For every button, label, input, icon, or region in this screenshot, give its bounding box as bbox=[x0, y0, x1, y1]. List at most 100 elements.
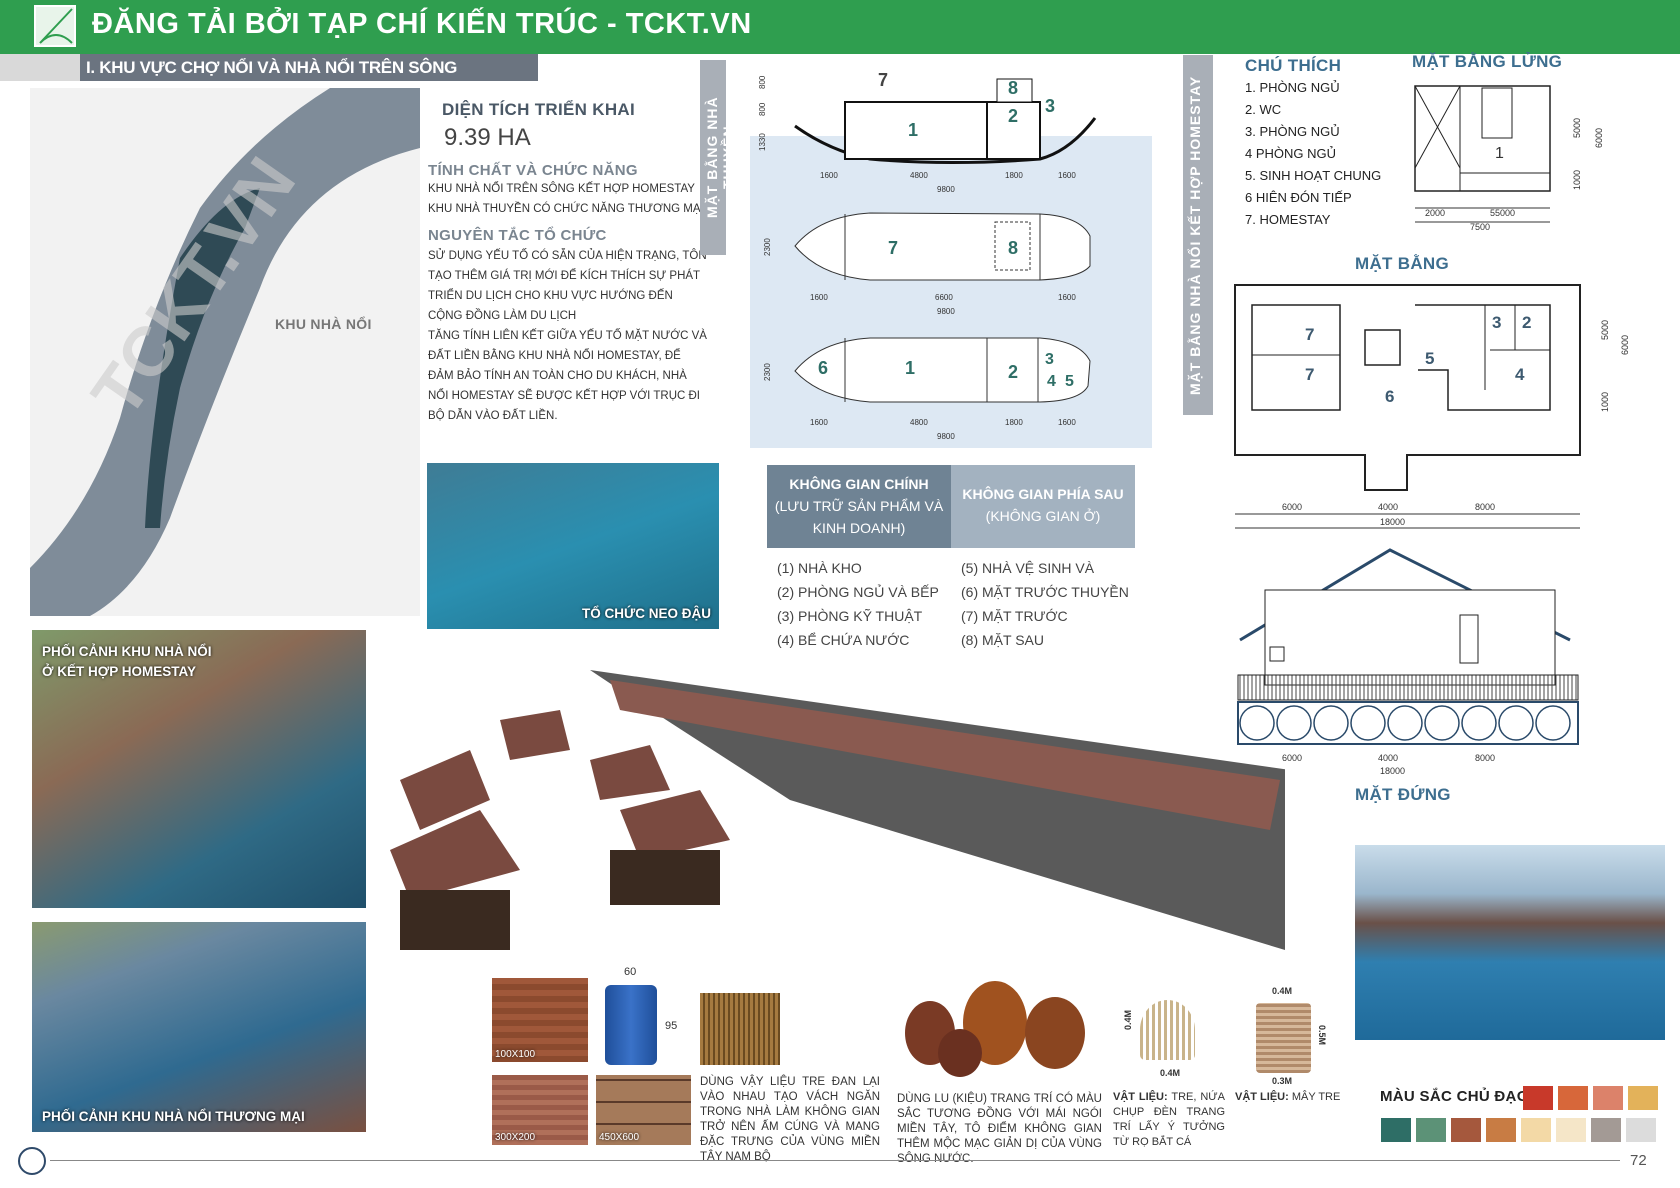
dim: 9800 bbox=[937, 432, 955, 441]
jar-description: DÙNG LU (KIỆU) TRANG TRÍ CÓ MÀU SẮC TƯƠN… bbox=[897, 1093, 1102, 1165]
dim: 18000 bbox=[1380, 766, 1405, 775]
label-1: 1 bbox=[908, 120, 918, 140]
text-line: ĐẤT LIỀN BẰNG KHU NHÀ NỔI HOMESTAY, ĐỂ bbox=[428, 350, 681, 362]
dim: 800 bbox=[758, 102, 767, 116]
dim: 8000 bbox=[1475, 753, 1495, 763]
legend-title: CHÚ THÍCH bbox=[1245, 56, 1342, 75]
color-swatch bbox=[1521, 1118, 1551, 1142]
dim: 18000 bbox=[1380, 517, 1405, 527]
lamp-description: VẬT LIỆU: TRE, NỨA CHỤP ĐÈN TRANG TRÍ LẤ… bbox=[1113, 1090, 1225, 1150]
basket-description: VẬT LIỆU: MÂY TRE bbox=[1235, 1090, 1340, 1105]
lamp-height: 0.4M bbox=[1123, 1009, 1134, 1031]
mooring-photo: TỔ CHỨC NEO ĐẬU bbox=[427, 463, 719, 629]
commercial-caption: PHỐI CẢNH KHU NHÀ NỔI THƯƠNG MẠI bbox=[42, 1109, 305, 1124]
palette-row-2 bbox=[1381, 1118, 1661, 1147]
footer-line bbox=[50, 1160, 1620, 1161]
label-3: 3 bbox=[1045, 96, 1055, 116]
list-item: (4) BỂ CHỨA NƯỚC bbox=[777, 632, 910, 648]
room-label: 2 bbox=[1522, 313, 1531, 332]
color-swatch bbox=[1593, 1086, 1623, 1110]
list-item: (6) MẶT TRƯỚC THUYỀN bbox=[961, 584, 1129, 600]
map-label: KHU NHÀ NỔI bbox=[275, 316, 372, 332]
barrel-height: 95 bbox=[665, 1020, 678, 1032]
text-line: KHU NHÀ THUYỀN CÓ CHỨC NĂNG THƯƠNG MẠI bbox=[428, 203, 704, 215]
legend-item: 6 HIÊN ĐÓN TIẾP bbox=[1245, 190, 1352, 205]
area-heading: DIỆN TÍCH TRIỂN KHAI bbox=[442, 100, 635, 119]
palette-title: MÀU SẮC CHỦ ĐẠO bbox=[1380, 1088, 1529, 1105]
list-item: (1) NHÀ KHO bbox=[777, 560, 862, 576]
color-swatch bbox=[1556, 1118, 1586, 1142]
floating-houses-render bbox=[390, 650, 1290, 960]
label-8: 8 bbox=[1008, 238, 1018, 258]
shingle-swatch: 450X600 bbox=[596, 1075, 691, 1145]
brick-swatch: 300X200 bbox=[492, 1075, 588, 1145]
material-text: TRE, NỨA CHỤP ĐÈN TRANG TRÍ LẤY Ý TƯỞNG … bbox=[1113, 1091, 1225, 1148]
text-line: ĐẢM BẢO TÍNH AN TOÀN CHO DU KHÁCH, NHÀ bbox=[428, 370, 687, 382]
material-label: VẬT LIỆU: bbox=[1235, 1091, 1289, 1103]
text-line: SỬ DỤNG YẾU TỐ CÓ SẴN CỦA HIỆN TRẠNG, TÔ… bbox=[428, 250, 707, 262]
dim: 5000 bbox=[1572, 118, 1582, 138]
back-space-title: KHÔNG GIAN PHÍA SAU bbox=[962, 486, 1124, 502]
barrel-width: 60 bbox=[624, 966, 637, 978]
color-swatch bbox=[1416, 1118, 1446, 1142]
dim: 800 bbox=[758, 75, 767, 89]
room-label: 7 bbox=[1305, 365, 1314, 384]
mooring-caption: TỔ CHỨC NEO ĐẬU bbox=[582, 606, 711, 621]
principle-text: SỬ DỤNG YẾU TỐ CÓ SẴN CỦA HIỆN TRẠNG, TÔ… bbox=[428, 246, 712, 426]
label-6: 6 bbox=[818, 358, 828, 378]
text-line: TĂNG TÍNH LIÊN KẾT GIỮA YẾU TỐ MẶT NƯỚC … bbox=[428, 330, 707, 342]
dim: 1330 bbox=[758, 133, 767, 151]
dim: 9800 bbox=[937, 185, 955, 194]
main-space-list: (1) NHÀ KHO(2) PHÒNG NGỦ VÀ BẾP(3) PHÒNG… bbox=[767, 556, 951, 652]
river-view-photo bbox=[1355, 845, 1665, 1040]
dim: 8000 bbox=[1475, 502, 1495, 512]
main-space-sub: (LƯU TRỮ SẢN PHẨM VÀ KINH DOANH) bbox=[774, 498, 944, 536]
dim: 7500 bbox=[1470, 222, 1490, 232]
color-swatch bbox=[1486, 1118, 1516, 1142]
main-space-header: KHÔNG GIAN CHÍNH(LƯU TRỮ SẢN PHẨM VÀ KIN… bbox=[767, 465, 951, 548]
list-item: (5) NHÀ VỆ SINH VÀ bbox=[961, 560, 1095, 576]
dim: 1600 bbox=[1058, 171, 1076, 180]
text-line: CỘNG ĐỒNG LÀM DU LỊCH bbox=[428, 310, 577, 322]
material-text: MÂY TRE bbox=[1288, 1091, 1341, 1103]
color-swatch bbox=[1451, 1118, 1481, 1142]
principle-heading: NGUYÊN TẮC TỔ CHỨC bbox=[428, 227, 607, 244]
basket-height: 0.5M bbox=[1317, 1024, 1328, 1046]
site-map: TCKT.VN KHU NHÀ NỔI bbox=[30, 88, 420, 616]
color-swatch bbox=[1626, 1118, 1656, 1142]
dim: 4800 bbox=[910, 171, 928, 180]
back-space-list: (5) NHÀ VỆ SINH VÀ(6) MẶT TRƯỚC THUYỀN(7… bbox=[951, 556, 1135, 652]
bamboo-swatch bbox=[700, 993, 780, 1065]
bamboo-lamp-image bbox=[1140, 1000, 1195, 1060]
dim: 4000 bbox=[1378, 502, 1398, 512]
color-swatch bbox=[1523, 1086, 1553, 1110]
list-item: (2) PHÒNG NGỦ VÀ BẾP bbox=[777, 584, 939, 600]
section-title: I. KHU VỰC CHỢ NỔI VÀ NHÀ NỔI TRÊN SÔNG bbox=[80, 54, 538, 81]
commercial-perspective-photo: PHỐI CẢNH KHU NHÀ NỔI THƯƠNG MẠI bbox=[32, 922, 366, 1132]
dim: 6600 bbox=[935, 293, 953, 302]
list-item: (8) MẶT SAU bbox=[961, 632, 1044, 648]
intro-text: DIỆN TÍCH TRIỂN KHAI 9.39 HA TÍNH CHẤT V… bbox=[428, 100, 712, 426]
back-space-sub: (KHÔNG GIAN Ở) bbox=[985, 508, 1101, 524]
text-line: TẠO THÊM GIÁ TRỊ MỚI ĐỂ KÍCH THÍCH SỰ PH… bbox=[428, 270, 701, 282]
section-bar: I. KHU VỰC CHỢ NỔI VÀ NHÀ NỔI TRÊN SÔNG bbox=[0, 54, 538, 81]
material-label: VẬT LIỆU: bbox=[1113, 1091, 1168, 1103]
river-map: TCKT.VN bbox=[30, 88, 420, 616]
bamboo-description: DÙNG VẬY LIỆU TRE ĐAN LẠI VÀO NHAU TẠO V… bbox=[700, 1076, 880, 1163]
dim: 5000 bbox=[1600, 320, 1610, 340]
dim: 4000 bbox=[1378, 753, 1398, 763]
lamp-width: 0.4M bbox=[1160, 1068, 1181, 1078]
dim: 55000 bbox=[1490, 208, 1515, 218]
label-7: 7 bbox=[878, 70, 888, 90]
size-label: 300X200 bbox=[495, 1132, 536, 1143]
legend-item: 2. WC bbox=[1245, 102, 1282, 117]
page-number: 72 bbox=[1630, 1152, 1647, 1169]
mezzanine-title: MẶT BẰNG LỬNG bbox=[1412, 52, 1563, 71]
text-line: BỘ DẪN VÀO ĐẤT LIỀN. bbox=[428, 410, 558, 422]
rattan-basket-image bbox=[1256, 1003, 1311, 1073]
